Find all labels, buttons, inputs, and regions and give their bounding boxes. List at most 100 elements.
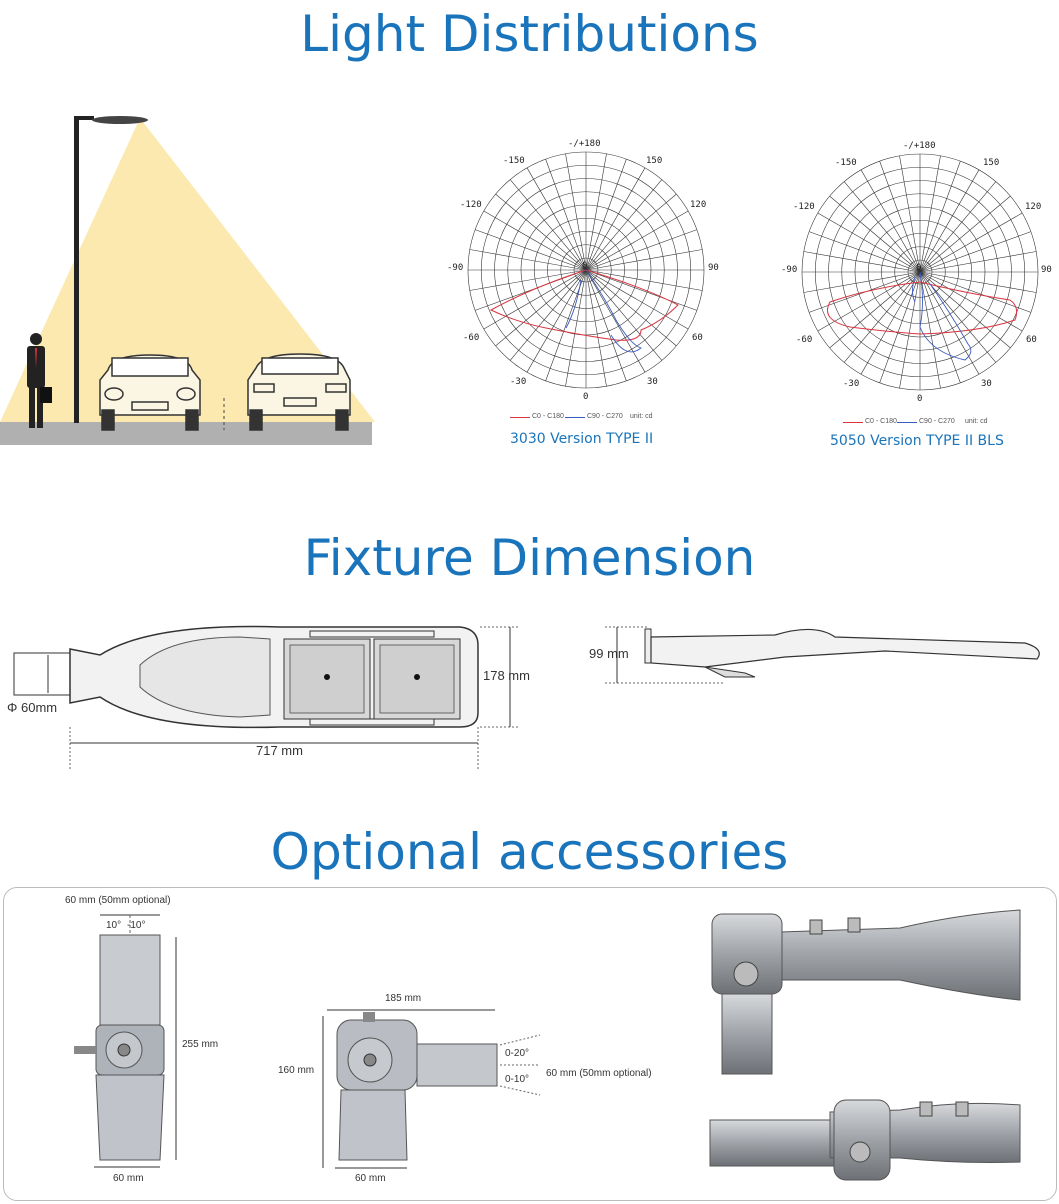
polar-grid-spoke bbox=[860, 169, 921, 273]
acc2-angle-top: 0-20° bbox=[505, 1048, 530, 1059]
legend-c90-left: C90 - C270 bbox=[587, 413, 623, 420]
polar-grid-spoke bbox=[585, 269, 627, 381]
light-distributions-title: Light Distributions bbox=[300, 5, 759, 63]
polar-left-r90: 90 bbox=[708, 263, 719, 273]
polar-grid-spoke bbox=[585, 269, 607, 387]
polar-grid-spoke bbox=[585, 159, 627, 271]
legend-c0-left: C0 - C180 bbox=[532, 413, 564, 420]
polar-grid-spoke bbox=[585, 269, 703, 291]
c90-c270-curve bbox=[912, 271, 972, 361]
polar-grid-spoke bbox=[919, 271, 980, 375]
legend-unit-right: unit: cd bbox=[965, 418, 988, 425]
polar-grid-spoke bbox=[803, 271, 921, 293]
polar-left-top: -/+180 bbox=[568, 139, 601, 149]
polar-chart-3030 bbox=[467, 151, 705, 389]
polar-grid-spoke bbox=[585, 193, 677, 271]
acc2-right-label: 60 mm (50mm optional) bbox=[546, 1068, 652, 1079]
polar-grid-spoke bbox=[919, 155, 941, 273]
polar-grid-spoke bbox=[495, 269, 587, 347]
polar-left-l120: -120 bbox=[460, 200, 482, 210]
polar-right-r150: 150 bbox=[983, 158, 1000, 168]
polar-grid-spoke bbox=[919, 271, 1037, 293]
polar-left-l90: -90 bbox=[447, 263, 464, 273]
polar-right-l60: -60 bbox=[796, 335, 813, 345]
polar-grid-spoke bbox=[919, 161, 961, 273]
acc2-height-label: 160 mm bbox=[278, 1065, 315, 1076]
pole-arm bbox=[74, 116, 94, 120]
accessory-photos bbox=[709, 909, 1021, 1181]
accessory-bracket-vertical bbox=[74, 914, 177, 1168]
polar-grid-spoke bbox=[585, 153, 607, 271]
polar-right-center: 0 bbox=[916, 263, 922, 273]
polar-left-r30: 30 bbox=[647, 377, 658, 387]
polar-grid-spoke bbox=[879, 161, 921, 273]
polar-right-r60: 60 bbox=[1026, 335, 1037, 345]
polar-left-caption: 3030 Version TYPE II bbox=[510, 431, 654, 447]
polar-grid-spoke bbox=[919, 271, 1011, 349]
polar-grid-spoke bbox=[469, 249, 587, 271]
polar-right-caption: 5050 Version TYPE II BLS bbox=[830, 433, 1004, 449]
polar-right-bottom: 0 bbox=[917, 394, 923, 404]
polar-grid-spoke bbox=[919, 271, 1031, 313]
polar-grid-spoke bbox=[585, 179, 663, 271]
polar-grid-spoke bbox=[860, 271, 921, 375]
polar-right-l120: -120 bbox=[793, 202, 815, 212]
acc1-angle-left: 10° bbox=[106, 920, 122, 931]
polar-right-l150: -150 bbox=[835, 158, 857, 168]
polar-left-r60: 60 bbox=[692, 333, 703, 343]
polar-grid-spoke bbox=[585, 229, 697, 271]
polar-grid-spoke bbox=[565, 269, 587, 387]
light-beam bbox=[0, 118, 375, 422]
c90-c270-curve bbox=[565, 269, 642, 353]
polar-grid-spoke bbox=[809, 231, 921, 273]
polar-grid-spoke bbox=[919, 271, 941, 389]
luminaire-head bbox=[92, 116, 148, 124]
acc1-top-label: 60 mm (50mm optional) bbox=[65, 895, 171, 906]
streetlight-illustration bbox=[0, 116, 375, 445]
polar-left-r150: 150 bbox=[646, 156, 663, 166]
polar-left-center: 0 bbox=[582, 261, 588, 271]
legend-c0-right: C0 - C180 bbox=[865, 418, 897, 425]
road-surface bbox=[0, 422, 372, 445]
polar-grid-spoke bbox=[585, 269, 663, 361]
polar-grid-spoke bbox=[509, 179, 587, 271]
polar-right-top: -/+180 bbox=[903, 141, 936, 151]
fixture-top-view bbox=[13, 625, 520, 770]
polar-chart-5050 bbox=[801, 153, 1039, 391]
polar-right-r90: 90 bbox=[1041, 265, 1052, 275]
polar-grid-spoke bbox=[919, 231, 1031, 273]
legend-c0-swatch-left bbox=[510, 417, 530, 418]
polar-grid-spoke bbox=[483, 210, 587, 271]
polar-grid-spoke bbox=[526, 167, 587, 271]
legend-c90-right: C90 - C270 bbox=[919, 418, 955, 425]
polar-grid-spoke bbox=[919, 271, 961, 383]
polar-grid-spoke bbox=[526, 269, 587, 373]
polar-grid-spoke bbox=[803, 251, 921, 273]
polar-grid-spoke bbox=[919, 195, 1011, 273]
polar-grid-spoke bbox=[829, 195, 921, 273]
polar-left-r120: 120 bbox=[690, 200, 707, 210]
polar-grid-spoke bbox=[585, 269, 697, 311]
polar-grid-spoke bbox=[817, 212, 921, 273]
polar-right-r120: 120 bbox=[1025, 202, 1042, 212]
polar-right-r30: 30 bbox=[981, 379, 992, 389]
polar-grid-spoke bbox=[919, 212, 1023, 273]
legend-c0-swatch-right bbox=[843, 422, 863, 423]
polar-grid-spoke bbox=[919, 251, 1037, 273]
polar-grid-spoke bbox=[919, 271, 1023, 332]
polar-grid-spoke bbox=[899, 271, 921, 389]
polar-grid-spoke bbox=[899, 155, 921, 273]
pole bbox=[74, 118, 79, 423]
polar-grid-spoke bbox=[509, 269, 587, 361]
car-front-left bbox=[99, 354, 201, 431]
acc2-top-label: 185 mm bbox=[385, 993, 422, 1004]
fixture-diameter-label: Φ 60mm bbox=[7, 700, 58, 715]
person-figure bbox=[27, 333, 52, 428]
polar-left-bottom: 0 bbox=[583, 392, 589, 402]
optional-accessories-title: Optional accessories bbox=[270, 823, 789, 881]
legend-unit-left: unit: cd bbox=[630, 413, 653, 420]
legend-c90-swatch-right bbox=[897, 422, 917, 423]
polar-grid-spoke bbox=[919, 169, 980, 273]
c0-c180-curve bbox=[827, 281, 1018, 335]
polar-grid-spoke bbox=[843, 271, 921, 363]
